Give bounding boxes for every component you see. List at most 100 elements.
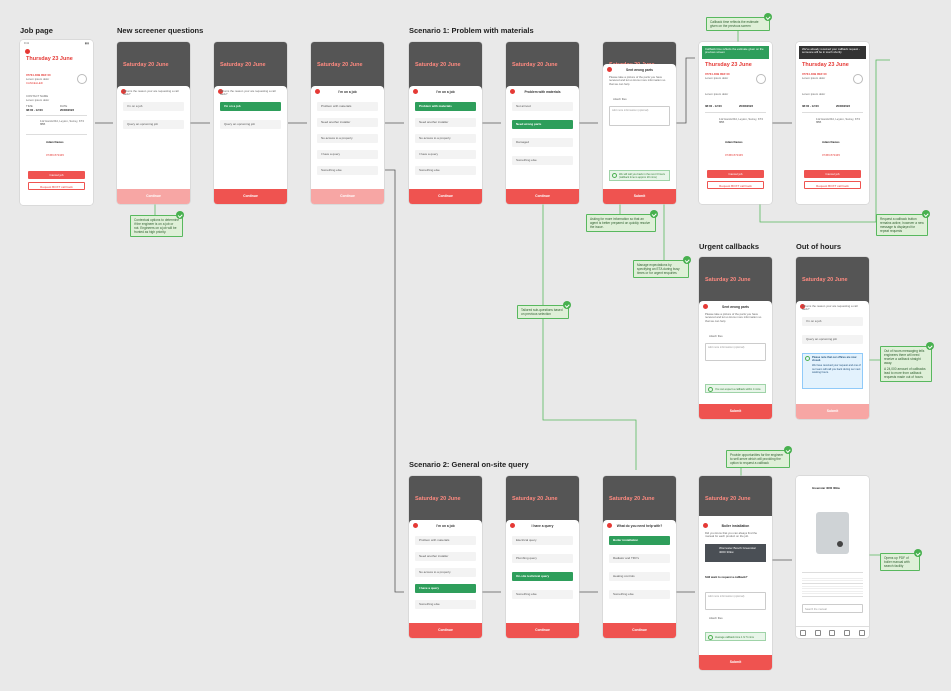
date-value: 20/06/2022: [836, 104, 850, 108]
section-title-scenario1: Scenario 1: Problem with materials: [409, 26, 534, 35]
option-item[interactable]: Something else: [415, 600, 476, 609]
customer-phone[interactable]: 07456 872345: [725, 153, 743, 157]
option-query-upcoming[interactable]: Query an upcoming job: [220, 120, 281, 129]
option-on-a-job[interactable]: I'm on a job: [802, 317, 863, 326]
submit-button[interactable]: Submit: [796, 404, 869, 419]
continue-button[interactable]: Continue: [506, 189, 579, 204]
option-item[interactable]: Electrical query: [512, 536, 573, 545]
option-item[interactable]: Heating controls: [609, 572, 670, 581]
option-item[interactable]: Need another installer: [415, 552, 476, 561]
option-item[interactable]: Something else: [609, 590, 670, 599]
option-item[interactable]: I have a query: [415, 584, 476, 593]
annotation-self-serve: Provide opportunities for the engineer t…: [726, 450, 790, 468]
more-info-textarea[interactable]: Add more information (optional): [705, 343, 766, 361]
continue-button[interactable]: Continue: [409, 623, 482, 638]
close-icon[interactable]: [607, 67, 612, 72]
cancel-job-button[interactable]: Cancel job: [804, 170, 861, 178]
job-address[interactable]: 112 Harold Rd, Leyton, Surrey, KT2 8BB: [40, 119, 85, 127]
close-icon[interactable]: [510, 89, 515, 94]
option-item[interactable]: I have a query: [317, 150, 378, 159]
job-type: Lorem ipsum dolor: [705, 76, 729, 80]
close-icon[interactable]: [800, 304, 805, 309]
annotation-repeat-request: Request a callback button remains active…: [876, 214, 928, 236]
option-on-a-job[interactable]: I'm on a job: [220, 102, 281, 111]
cancel-job-button[interactable]: Cancel job: [707, 170, 764, 178]
more-info-textarea[interactable]: Add more information (optional): [705, 592, 766, 610]
option-item[interactable]: Plumbing query: [512, 554, 573, 563]
contact-label: CONTACT NAME: [26, 94, 49, 98]
tab-icon[interactable]: [858, 629, 865, 636]
product-manual-card[interactable]: Worcester Bosch Greenstar 4000 30kw: [705, 544, 766, 562]
more-info-textarea[interactable]: Add more information (optional): [609, 106, 670, 126]
customer-name: Adam Davies: [822, 140, 840, 144]
question: What is the reason your are requesting a…: [802, 304, 858, 312]
close-icon[interactable]: [218, 89, 223, 94]
close-icon[interactable]: [413, 89, 418, 94]
tab-icon[interactable]: [800, 629, 807, 636]
bottom-sheet: I'm on a job Problem with materials Need…: [409, 86, 482, 204]
submit-button[interactable]: Submit: [603, 189, 676, 204]
continue-button[interactable]: Continue: [603, 623, 676, 638]
option-item[interactable]: No access to a property: [415, 134, 476, 143]
option-item[interactable]: No access to a property: [317, 134, 378, 143]
request-callback-button[interactable]: Request BOXT call back: [28, 182, 85, 190]
option-item[interactable]: Something else: [317, 166, 378, 175]
customer-name: Adam Davies: [725, 140, 743, 144]
option-item[interactable]: Something else: [512, 156, 573, 165]
option-item[interactable]: On-site technical query: [512, 572, 573, 581]
option-item[interactable]: Something else: [512, 590, 573, 599]
request-callback-button[interactable]: Request BOXT call back: [804, 181, 861, 189]
continue-button[interactable]: Continue: [311, 189, 384, 204]
request-callback-button[interactable]: Request BOXT call back: [707, 181, 764, 189]
job-address[interactable]: 112 Harold Rd, Leyton, Surrey, KT2 8BB: [719, 117, 764, 125]
job-address[interactable]: 112 Harold Rd, Leyton, Surrey, KT2 8BB: [816, 117, 861, 125]
option-item[interactable]: I have a query: [415, 150, 476, 159]
option-query-upcoming[interactable]: Query an upcoming job: [123, 120, 184, 129]
option-item[interactable]: Need wrong parts: [512, 120, 573, 129]
option-item[interactable]: Problem with materials: [415, 536, 476, 545]
option-item[interactable]: Need another installer: [415, 118, 476, 127]
option-item[interactable]: No access to a property: [415, 568, 476, 577]
continue-button[interactable]: Continue: [214, 189, 287, 204]
phone-s2-3: Saturday 20 June What do you need help w…: [603, 476, 676, 638]
option-item[interactable]: Problem with materials: [317, 102, 378, 111]
attach-files[interactable]: Attach files: [613, 97, 627, 101]
manual-search-input[interactable]: Search the manual: [802, 604, 863, 613]
option-on-a-job[interactable]: I'm on a job: [123, 102, 184, 111]
close-icon[interactable]: [703, 304, 708, 309]
attach-files[interactable]: Attach files: [709, 616, 723, 620]
continue-button[interactable]: Continue: [506, 623, 579, 638]
submit-button[interactable]: Submit: [699, 404, 772, 419]
job-date: Thursday 23 June: [705, 62, 752, 68]
option-item[interactable]: Not arrived: [512, 102, 573, 111]
continue-button[interactable]: Continue: [117, 189, 190, 204]
option-item[interactable]: Boiler installation: [609, 536, 670, 545]
submit-button[interactable]: Submit: [699, 655, 772, 670]
sheet-title: Boiler installation: [721, 524, 750, 528]
option-item[interactable]: Damaged: [512, 138, 573, 147]
section-title-job-page: Job page: [20, 26, 53, 35]
option-query-upcoming[interactable]: Query an upcoming job: [802, 335, 863, 344]
sheet-description: Did you know that you can always find th…: [705, 531, 758, 539]
check-icon: [764, 13, 772, 21]
attach-files[interactable]: Attach files: [709, 334, 723, 338]
customer-phone[interactable]: 07456 872345: [46, 153, 64, 157]
option-item[interactable]: Problem with materials: [415, 102, 476, 111]
option-item[interactable]: Radiator and TRV's: [609, 554, 670, 563]
close-icon[interactable]: [413, 523, 418, 528]
tab-icon[interactable]: [814, 629, 821, 636]
option-item[interactable]: Something else: [415, 166, 476, 175]
close-icon[interactable]: [607, 523, 612, 528]
tab-icon[interactable]: [844, 629, 851, 636]
continue-button[interactable]: Continue: [409, 189, 482, 204]
customer-phone[interactable]: 07456 872345: [822, 153, 840, 157]
cancel-job-button[interactable]: Cancel job: [28, 171, 85, 179]
arrow-s1-3-4: [676, 57, 695, 124]
option-item[interactable]: Need another installer: [317, 118, 378, 127]
close-icon[interactable]: [121, 89, 126, 94]
close-icon[interactable]: [703, 523, 708, 528]
dim-date: Saturday 20 June: [415, 496, 461, 502]
close-icon[interactable]: [315, 89, 320, 94]
tab-icon[interactable]: [829, 629, 836, 636]
close-icon[interactable]: [510, 523, 515, 528]
